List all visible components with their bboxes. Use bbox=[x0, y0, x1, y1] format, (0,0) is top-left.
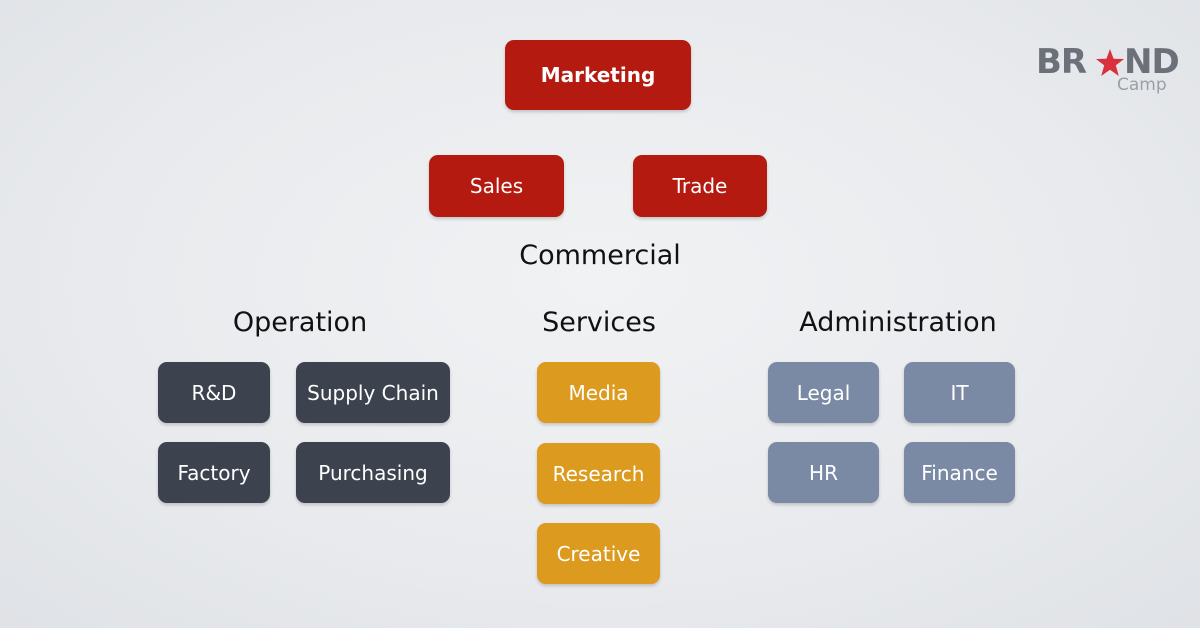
administration-item-it: IT bbox=[904, 362, 1015, 423]
operation-item-supply-chain: Supply Chain bbox=[296, 362, 450, 423]
services-item-media: Media bbox=[537, 362, 660, 423]
operation-heading: Operation bbox=[232, 307, 368, 338]
trade-box: Trade bbox=[633, 155, 767, 217]
star-icon bbox=[1096, 49, 1124, 76]
operation-item-factory: Factory bbox=[158, 442, 270, 503]
logo-word-left: BR bbox=[1036, 42, 1087, 82]
administration-item-hr: HR bbox=[768, 442, 879, 503]
logo-subtitle: Camp bbox=[1117, 75, 1167, 95]
sales-box: Sales bbox=[429, 155, 564, 217]
administration-heading: Administration bbox=[799, 307, 997, 338]
marketing-box: Marketing bbox=[505, 40, 691, 110]
logo-word-right: ND bbox=[1124, 42, 1180, 82]
operation-item-rd: R&D bbox=[158, 362, 270, 423]
administration-item-finance: Finance bbox=[904, 442, 1015, 503]
commercial-heading: Commercial bbox=[519, 240, 681, 271]
services-heading: Services bbox=[542, 307, 656, 338]
services-item-research: Research bbox=[537, 443, 660, 504]
services-item-creative: Creative bbox=[537, 523, 660, 584]
administration-item-legal: Legal bbox=[768, 362, 879, 423]
brand-logo: BR ND Camp bbox=[1036, 42, 1180, 102]
operation-item-purchasing: Purchasing bbox=[296, 442, 450, 503]
